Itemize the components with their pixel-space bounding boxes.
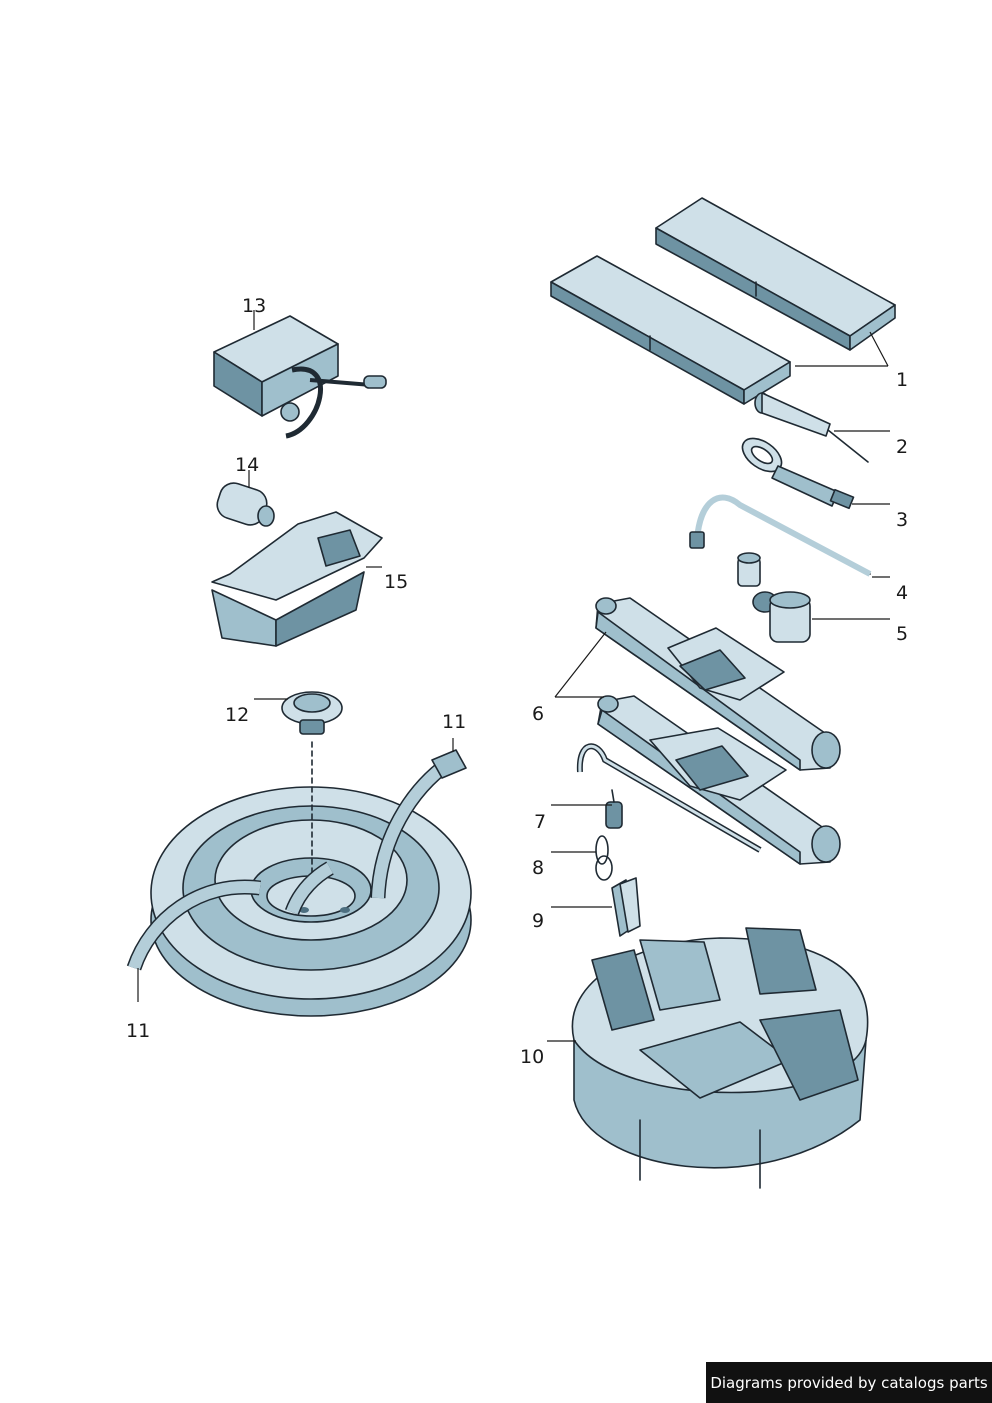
part-4-wheel-brace bbox=[689, 494, 872, 577]
callout-9: 9 bbox=[532, 910, 544, 932]
callout-2: 2 bbox=[896, 436, 908, 458]
callout-14: 14 bbox=[235, 454, 259, 476]
callout-3: 3 bbox=[896, 509, 908, 531]
callout-10: 10 bbox=[520, 1046, 544, 1068]
part-10-foam-tray bbox=[571, 927, 869, 1189]
part-9-bracket bbox=[611, 877, 641, 937]
part-13-compressor bbox=[213, 315, 387, 439]
attribution-text: Diagrams provided by catalogs parts bbox=[710, 1373, 988, 1392]
part-6-jack-lower bbox=[597, 695, 841, 865]
part-11-strap bbox=[126, 749, 467, 971]
callout-6: 6 bbox=[532, 703, 544, 725]
part-14-sealant-bottle bbox=[216, 482, 275, 527]
leader-lines bbox=[137, 310, 890, 1042]
part-3-towing-eye bbox=[741, 437, 855, 510]
part-5-adapter bbox=[737, 552, 811, 643]
part-7-crank-handle bbox=[576, 743, 762, 853]
part-15-storage-box bbox=[211, 511, 383, 647]
callout-11-bottom: 11 bbox=[126, 1020, 150, 1042]
callout-4: 4 bbox=[896, 582, 908, 604]
callout-7: 7 bbox=[534, 811, 546, 833]
callout-1: 1 bbox=[896, 369, 908, 391]
callout-13: 13 bbox=[242, 295, 266, 317]
attribution-banner: Diagrams provided by catalogs parts bbox=[706, 1362, 992, 1403]
callout-15: 15 bbox=[384, 571, 408, 593]
callout-8: 8 bbox=[532, 857, 544, 879]
part-8-spring-clip bbox=[595, 835, 613, 881]
callout-11-top: 11 bbox=[442, 711, 466, 733]
part-6-jack-upper bbox=[595, 597, 841, 771]
part-1-floor-panels bbox=[550, 197, 896, 405]
callout-labels: 1 2 3 4 5 6 7 8 9 10 11 11 12 13 14 15 bbox=[126, 295, 908, 1068]
part-12-wing-knob bbox=[281, 691, 343, 735]
callout-5: 5 bbox=[896, 623, 908, 645]
callout-12: 12 bbox=[225, 704, 249, 726]
part-2-bolt bbox=[754, 392, 869, 463]
